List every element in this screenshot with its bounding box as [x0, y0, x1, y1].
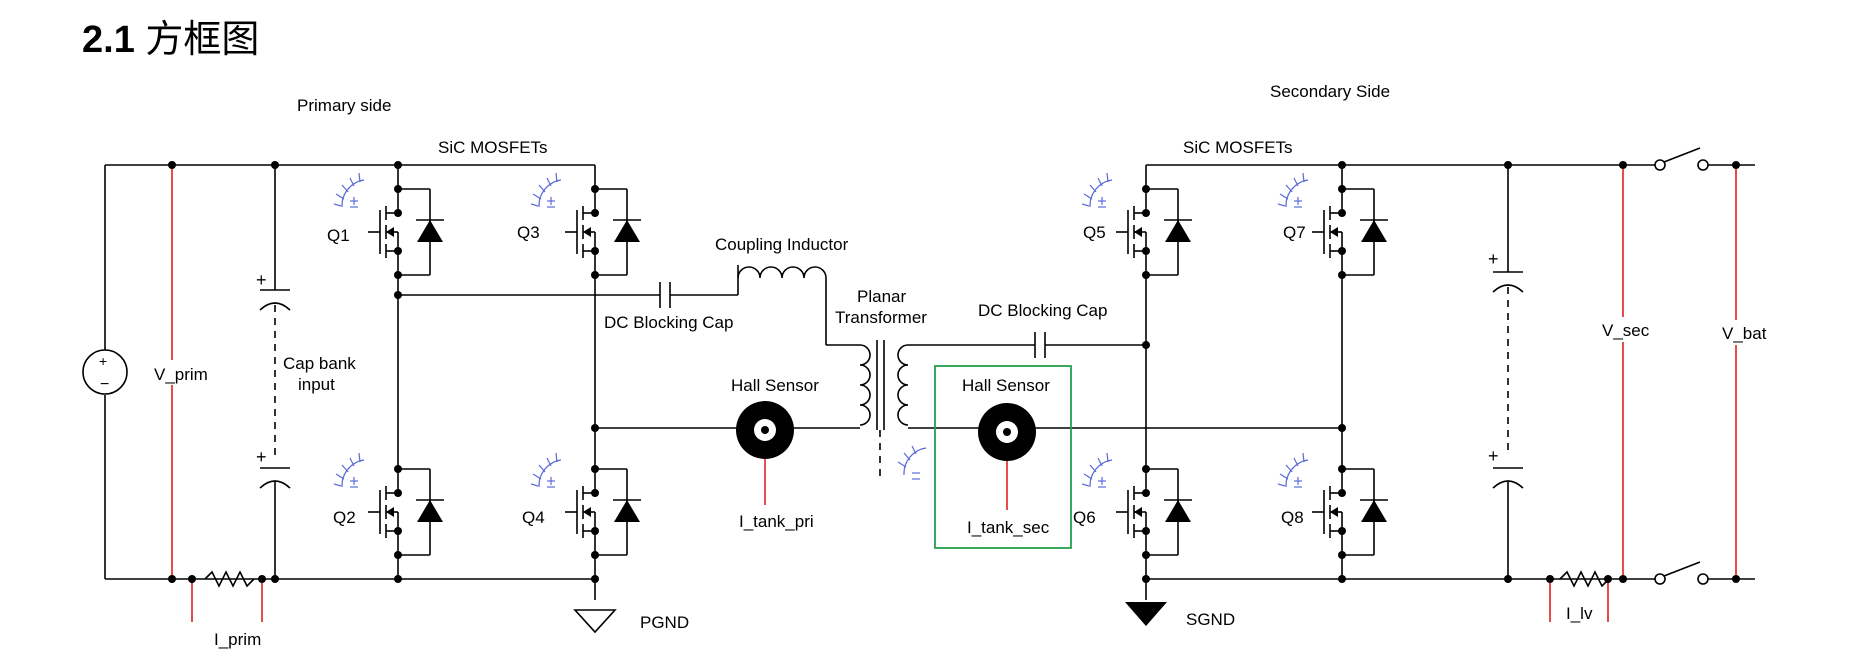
q8-label: Q8 [1281, 508, 1304, 527]
output-switch-bottom [1654, 561, 1755, 585]
svg-text:+: + [256, 447, 267, 467]
i-prim-label: I_prim [214, 630, 261, 649]
section-title: 方框图 [145, 17, 260, 61]
planar-label: Planar [857, 287, 906, 306]
q3-label: Q3 [517, 223, 540, 242]
v-prim-label: V_prim [154, 365, 208, 384]
primary-side: + − + + [82, 161, 860, 634]
svg-text:−: − [100, 376, 109, 393]
mosfet-q8 [1277, 452, 1389, 560]
coupling-inductor-label: Coupling Inductor [715, 235, 849, 254]
q6-label: Q6 [1073, 508, 1096, 527]
cap-bank: + + [256, 165, 291, 579]
svg-text:+: + [256, 270, 267, 290]
dc-blocking-cap-secondary-label: DC Blocking Cap [978, 301, 1107, 320]
q1-label: Q1 [327, 226, 350, 245]
current-sense-resistor-lv [1549, 570, 1610, 622]
i-tank-sec-label: I_tank_sec [967, 518, 1050, 537]
q7-label: Q7 [1283, 223, 1306, 242]
pgnd-label: PGND [640, 613, 689, 632]
cap-bank-label: Cap bank [283, 354, 356, 373]
q4-label: Q4 [522, 508, 545, 527]
svg-text:+: + [1488, 249, 1499, 269]
primary-side-label: Primary side [297, 96, 391, 115]
section-number: 2.1 [82, 19, 135, 61]
v-bat-label: V_bat [1722, 324, 1767, 343]
mosfet-q6 [1081, 452, 1193, 560]
i-tank-pri-label: I_tank_pri [739, 512, 814, 531]
planar-transformer [859, 340, 927, 482]
svg-text:+: + [99, 353, 107, 369]
hall-sensor-primary [736, 401, 794, 505]
current-sense-resistor-prim [191, 570, 263, 622]
page-title: 2.1 方框图 [82, 8, 259, 63]
hall-sensor-primary-label: Hall Sensor [731, 376, 819, 395]
cap-bank-input-label: input [298, 375, 335, 394]
output-switch-top [1654, 147, 1755, 171]
secondary-side-label: Secondary Side [1270, 82, 1390, 101]
q2-label: Q2 [333, 508, 356, 527]
mosfet-q4 [530, 452, 642, 560]
dc-blocking-cap-primary-label: DC Blocking Cap [604, 313, 733, 332]
dc-source: + − [82, 349, 128, 395]
sic-mosfets-primary-label: SiC MOSFETs [438, 138, 548, 157]
q5-label: Q5 [1083, 223, 1106, 242]
hall-sensor-secondary [978, 403, 1036, 510]
v-sec-label: V_sec [1602, 321, 1650, 340]
mosfet-q3 [530, 172, 642, 280]
sgnd-label: SGND [1186, 610, 1235, 629]
i-lv-label: I_lv [1566, 604, 1593, 623]
sic-mosfets-secondary-label: SiC MOSFETs [1183, 138, 1293, 157]
hall-sensor-secondary-highlight [934, 365, 1072, 549]
output-cap-bank: + + [1488, 165, 1524, 579]
transformer-label: Transformer [835, 308, 927, 327]
mosfet-q1 [333, 172, 445, 280]
mosfet-q2 [333, 452, 445, 560]
hall-sensor-secondary-label: Hall Sensor [962, 376, 1050, 395]
svg-text:+: + [1488, 446, 1499, 466]
secondary-side: + + [908, 147, 1755, 626]
